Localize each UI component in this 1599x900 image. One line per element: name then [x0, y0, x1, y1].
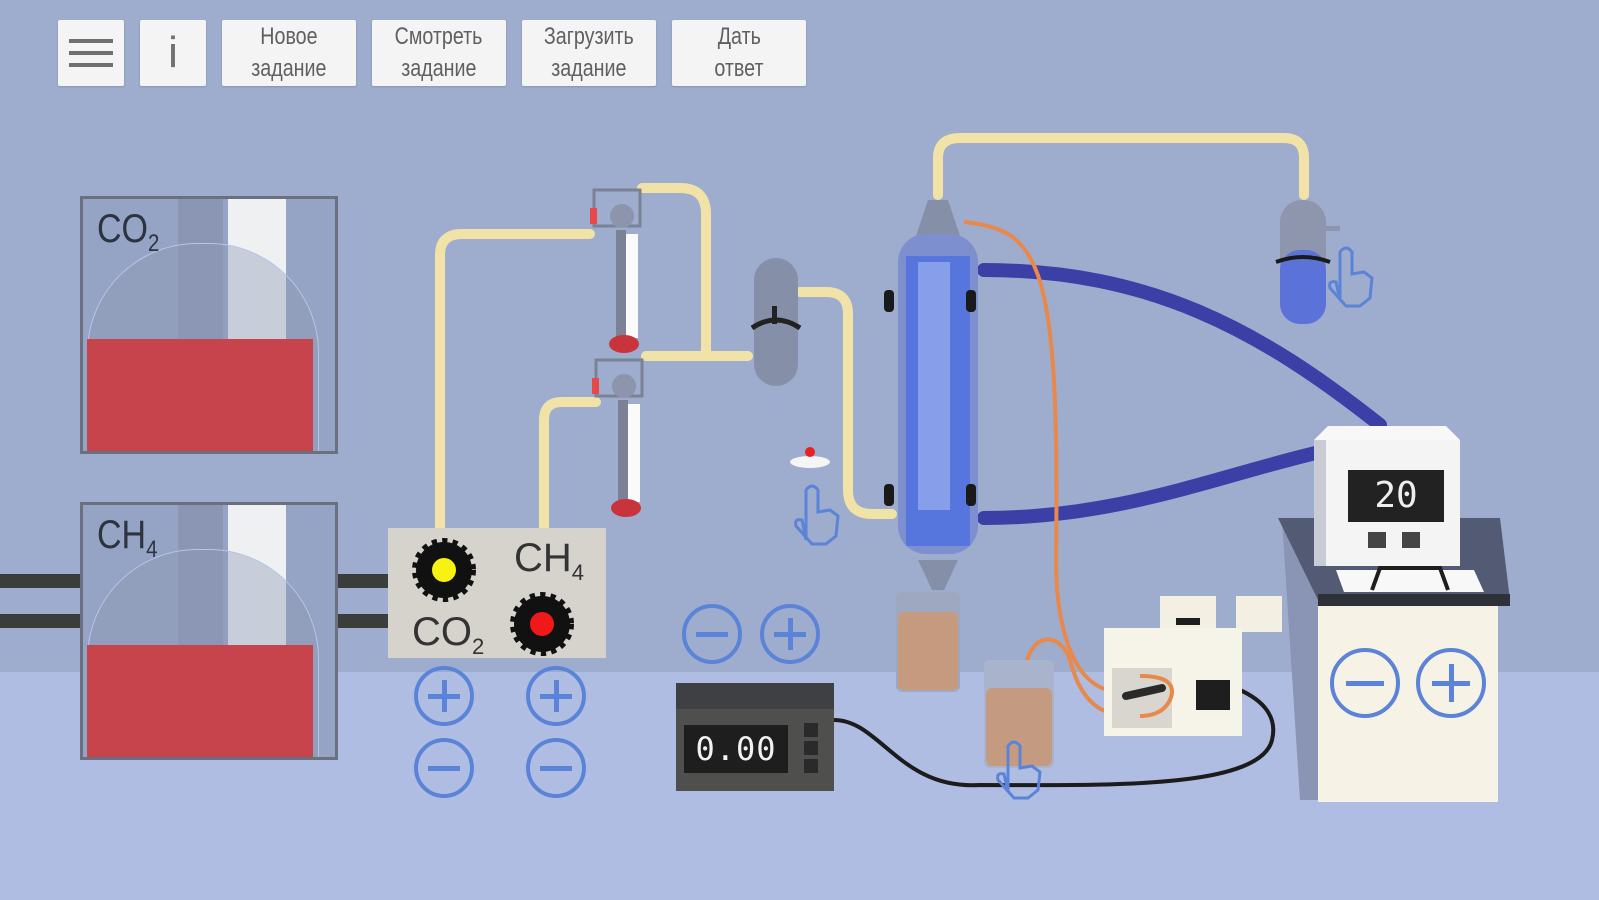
gas-valve[interactable] — [790, 447, 830, 468]
tank-liquid — [87, 339, 313, 451]
gas-valve-panel: CH4 CO2 — [388, 528, 606, 660]
ch4-valve-gear[interactable] — [506, 588, 578, 660]
view-task-label-2: задание — [401, 55, 477, 82]
co2-tank-label: CO2 — [97, 207, 160, 257]
ch4-gas-tank: CH4 — [80, 502, 338, 760]
thermostat-decrease-button[interactable] — [1330, 648, 1400, 718]
peristaltic-pump[interactable] — [1104, 596, 1282, 736]
meter-increase-button[interactable] — [760, 604, 820, 664]
co2-gas-tank: CO2 — [80, 196, 338, 454]
meter-cable — [833, 688, 1276, 788]
digital-meter: 0.00 — [676, 683, 834, 791]
beaker-receiver — [896, 592, 960, 692]
co2-valve-gear[interactable] — [408, 534, 480, 606]
co2-decrease-button[interactable] — [414, 738, 474, 798]
ch4-decrease-button[interactable] — [526, 738, 586, 798]
hamburger-menu-icon — [69, 39, 113, 67]
ch4-panel-label: CH4 — [514, 536, 585, 585]
load-task-label-2: задание — [551, 55, 627, 82]
toolbar: i Новое задание Смотреть задание Загрузи… — [58, 20, 806, 86]
give-answer-label-2: ответ — [714, 55, 764, 82]
co2-panel-label: CO2 — [412, 610, 485, 659]
ch4-tank-label: CH4 — [97, 513, 158, 563]
meter-decrease-button[interactable] — [682, 604, 742, 664]
thermostat-display: 20 — [1348, 470, 1444, 522]
load-task-button[interactable]: Загрузить задание — [522, 20, 656, 86]
reactor-column — [884, 200, 978, 590]
menu-button[interactable] — [58, 20, 124, 86]
collector-flask[interactable] — [1275, 200, 1340, 324]
meter-top — [676, 683, 834, 709]
ch4-indicator — [530, 612, 554, 636]
view-task-button[interactable]: Смотреть задание — [372, 20, 506, 86]
co2-indicator — [432, 558, 456, 582]
co2-increase-button[interactable] — [414, 666, 474, 726]
new-task-button[interactable]: Новое задание — [222, 20, 356, 86]
hand-pointer-icon — [794, 246, 1374, 800]
info-icon: i — [168, 28, 178, 77]
give-answer-button[interactable]: Дать ответ — [672, 20, 806, 86]
orange-tubing — [963, 220, 1109, 741]
flowmeter-bottom — [592, 358, 644, 517]
mixing-vessel — [750, 258, 802, 386]
info-button[interactable]: i — [140, 20, 206, 86]
load-task-label-1: Загрузить — [544, 23, 634, 50]
meter-buttons — [804, 723, 818, 777]
view-task-label-1: Смотреть — [395, 23, 483, 50]
beaker-source[interactable] — [984, 660, 1054, 768]
flowmeter-top — [590, 188, 642, 353]
thermostat-increase-button[interactable] — [1416, 648, 1486, 718]
new-task-label-2: задание — [251, 55, 327, 82]
give-answer-label-1: Дать — [717, 23, 761, 50]
ch4-increase-button[interactable] — [526, 666, 586, 726]
new-task-label-1: Новое — [260, 23, 318, 50]
yellow-tubing — [435, 133, 1309, 533]
coolant-hoses — [977, 263, 1387, 525]
meter-display: 0.00 — [684, 725, 788, 773]
tank-liquid — [87, 645, 313, 757]
